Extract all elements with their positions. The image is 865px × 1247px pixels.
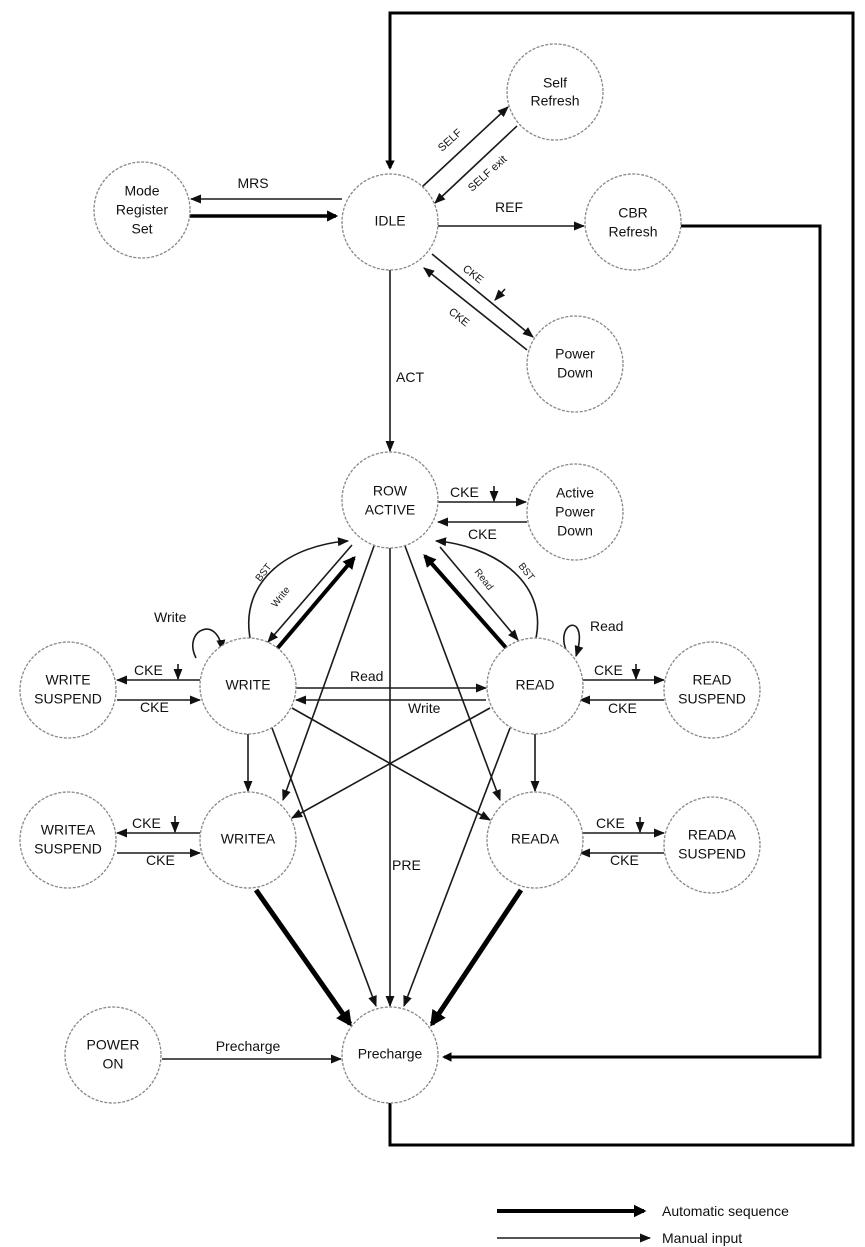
node-self-refresh: Self Refresh [506, 43, 604, 141]
edge-cbr-refresh-to-precharge [442, 224, 822, 1062]
label-pre: PRE [392, 857, 421, 873]
node-precharge: Precharge [341, 1006, 439, 1104]
svg-text:Refresh: Refresh [530, 93, 579, 109]
label-mrs: MRS [237, 175, 268, 191]
node-writea: WRITEA [199, 791, 297, 889]
node-reada-suspend: READA SUSPEND [663, 796, 761, 894]
node-cbr-refresh: CBR Refresh [584, 173, 682, 271]
node-write: WRITE [199, 637, 297, 735]
edge-write-to-reada [291, 707, 491, 821]
edge-write-self-loop [192, 628, 226, 659]
label-cke-ras: CKE [610, 852, 639, 868]
edge-read-self-loop [563, 624, 584, 658]
label-bst-read: BST [516, 561, 537, 583]
edge-writea-to-precharge [253, 888, 353, 1027]
svg-text:READA: READA [511, 831, 560, 847]
node-read: READ [486, 637, 584, 735]
label-write-loop: Write [154, 609, 187, 625]
label-cke-idle: CKE [446, 306, 471, 329]
svg-text:Precharge: Precharge [358, 1046, 423, 1062]
label-cke-down-apd: CKE [450, 484, 479, 500]
edge-write-to-row-active-bst [247, 537, 350, 639]
svg-text:READ: READ [516, 677, 555, 693]
svg-text:Power: Power [555, 346, 595, 362]
edge-precharge-to-idle [385, 11, 855, 1147]
edge-write-to-precharge [271, 727, 377, 1008]
svg-text:Set: Set [131, 221, 152, 237]
node-write-suspend: WRITE SUSPEND [19, 641, 117, 739]
edge-read-to-row-active-bst [434, 537, 539, 639]
label-cke-ws: CKE [140, 699, 169, 715]
edge-self-refresh-to-idle [434, 125, 518, 204]
label-cke-apd: CKE [468, 526, 497, 542]
svg-text:SUSPEND: SUSPEND [678, 691, 746, 707]
svg-text:WRITE: WRITE [45, 672, 90, 688]
label-self-exit: SELF exit [466, 153, 509, 194]
legend-manual-label: Manual input [662, 1230, 742, 1246]
label-cke-rs: CKE [608, 700, 637, 716]
label-write-edge: Write [270, 584, 293, 609]
edge-row-active-to-writea [282, 545, 375, 802]
svg-text:Power: Power [555, 504, 595, 520]
edge-reada-to-precharge [429, 888, 524, 1027]
label-cke-down-was: CKE [132, 815, 161, 831]
svg-text:Mode: Mode [124, 183, 159, 199]
legend-automatic-label: Automatic sequence [662, 1203, 789, 1219]
edge-read-to-writea [291, 707, 491, 819]
node-power-down: Power Down [526, 315, 624, 413]
label-cke-was: CKE [146, 852, 175, 868]
edge-idle-to-self-refresh [421, 106, 509, 188]
edge-row-active-to-read [439, 546, 519, 641]
edge-write-to-row-active-auto [274, 556, 356, 652]
edge-idle-to-power-down [431, 253, 534, 338]
label-write-rw: Write [408, 700, 441, 716]
label-ref: REF [495, 199, 523, 215]
svg-text:READ: READ [693, 672, 732, 688]
edge-read-to-row-active-auto [423, 554, 510, 652]
svg-text:WRITEA: WRITEA [221, 831, 276, 847]
svg-text:Self: Self [543, 75, 567, 91]
svg-text:WRITEA: WRITEA [41, 822, 96, 838]
svg-text:IDLE: IDLE [374, 213, 405, 229]
node-writea-suspend: WRITEA SUSPEND [19, 791, 117, 889]
svg-text:Down: Down [557, 523, 593, 539]
label-act: ACT [396, 369, 424, 385]
svg-text:WRITE: WRITE [225, 677, 270, 693]
node-reada: READA [486, 791, 584, 889]
svg-text:ROW: ROW [373, 483, 408, 499]
label-cke-down-ws: CKE [134, 662, 163, 678]
node-idle: IDLE [341, 173, 439, 271]
node-row-active: ROW ACTIVE [341, 451, 439, 549]
svg-text:Refresh: Refresh [608, 224, 657, 240]
edge-row-active-to-reada [404, 545, 501, 802]
node-read-suspend: READ SUSPEND [663, 641, 761, 739]
svg-text:POWER: POWER [87, 1037, 140, 1053]
svg-text:ACTIVE: ACTIVE [365, 502, 416, 518]
svg-text:Register: Register [116, 202, 168, 218]
svg-text:SUSPEND: SUSPEND [34, 691, 102, 707]
svg-text:Down: Down [557, 365, 593, 381]
svg-text:SUSPEND: SUSPEND [678, 846, 746, 862]
node-mode-register-set: Mode Register Set [93, 161, 191, 259]
label-cke-down-idle: CKE [460, 263, 485, 286]
node-active-power-down: Active Power Down [526, 463, 624, 561]
svg-text:READA: READA [688, 827, 737, 843]
svg-text:SUSPEND: SUSPEND [34, 841, 102, 857]
svg-text:CBR: CBR [618, 205, 648, 221]
label-read-wr: Read [350, 668, 383, 684]
edge-read-to-precharge [403, 727, 511, 1008]
svg-text:ON: ON [103, 1056, 124, 1072]
label-cke-down-ras: CKE [596, 815, 625, 831]
edge-power-down-to-idle [423, 267, 528, 351]
label-self: SELF [436, 127, 465, 155]
label-bst-write: BST [254, 562, 275, 584]
edge-row-active-to-write [267, 544, 353, 643]
label-cke-down-rs: CKE [594, 662, 623, 678]
label-precharge-edge: Precharge [216, 1038, 281, 1054]
label-read-loop: Read [590, 618, 623, 634]
node-power-on: POWER ON [64, 1006, 162, 1104]
svg-text:Active: Active [556, 485, 594, 501]
cke-falling-arrow [494, 288, 506, 301]
legend: Automatic sequence Manual input [497, 1203, 789, 1246]
